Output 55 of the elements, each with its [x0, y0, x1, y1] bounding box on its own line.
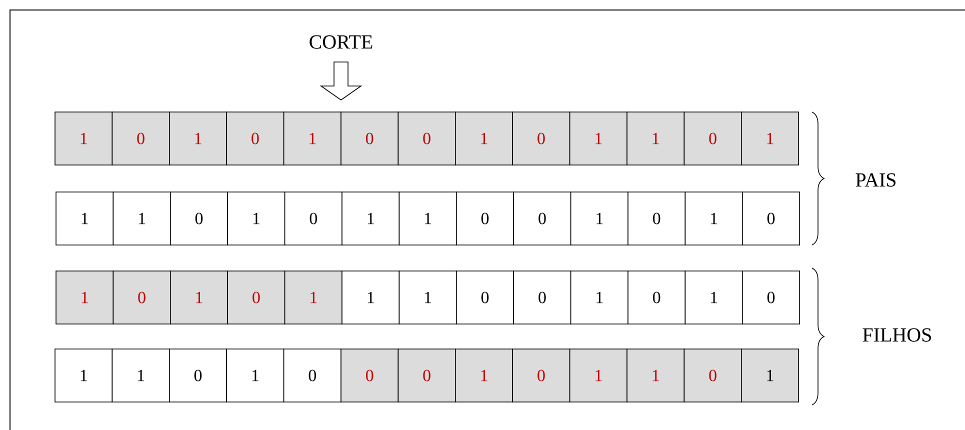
- bit-cell: 0: [456, 270, 514, 324]
- bit-cell: 1: [284, 270, 342, 324]
- bit-cell: 0: [513, 192, 572, 246]
- bit-cell: 0: [169, 348, 228, 402]
- bit-cell: 0: [112, 112, 170, 166]
- bit-cell: 0: [112, 270, 171, 324]
- bit-cell: 1: [112, 192, 171, 246]
- bit-cell: 0: [684, 348, 742, 402]
- bit-cell: 1: [342, 192, 400, 246]
- bit-cell: 1: [626, 348, 685, 402]
- bit-cell: 1: [54, 348, 113, 402]
- bit-cell: 0: [226, 112, 284, 166]
- bit-cell: 1: [569, 112, 628, 166]
- bit-cell: 1: [741, 348, 799, 402]
- bit-cell: 1: [170, 270, 228, 324]
- bit-cell: 1: [569, 348, 628, 402]
- bit-cell: 1: [398, 270, 457, 324]
- bit-cell: 1: [455, 348, 513, 402]
- bit-cell: 1: [54, 112, 113, 166]
- bit-cell: 0: [456, 192, 514, 246]
- bit-cell: 1: [169, 112, 228, 166]
- bit-cell: 1: [227, 192, 286, 246]
- bit-cell: 1: [570, 192, 628, 246]
- bit-cell: 1: [283, 112, 342, 166]
- bit-cell: 1: [684, 270, 743, 324]
- bit-cell: 1: [56, 270, 114, 324]
- bit-cell: 0: [227, 270, 286, 324]
- bit-cell: 1: [226, 348, 284, 402]
- bit-cell: 1: [570, 270, 628, 324]
- bit-cell: 1: [112, 348, 170, 402]
- bit-cell: 0: [628, 270, 686, 324]
- bit-cell: 0: [742, 192, 800, 246]
- bit-cell: 1: [398, 192, 457, 246]
- bit-cell: 0: [512, 348, 570, 402]
- bit-cell: 0: [284, 192, 342, 246]
- bit-cell: 1: [455, 112, 513, 166]
- bit-cell: 1: [56, 192, 114, 246]
- bit-cell: 1: [684, 192, 743, 246]
- bit-cell: 0: [513, 270, 572, 324]
- bit-cell: 1: [741, 112, 799, 166]
- label-text: PAIS: [856, 173, 896, 187]
- bit-cell: 0: [283, 348, 342, 402]
- bit-cell: 1: [626, 112, 685, 166]
- bit-cell: 1: [342, 270, 400, 324]
- bit-cell: 0: [512, 112, 570, 166]
- bit-cell: 0: [398, 348, 456, 402]
- bit-cell: 0: [398, 112, 456, 166]
- bit-cell: 0: [684, 112, 742, 166]
- bit-cell: 0: [340, 112, 399, 166]
- label-text: CORTE: [310, 35, 372, 49]
- bit-cell: 0: [170, 192, 228, 246]
- bit-cell: 0: [340, 348, 399, 402]
- label-text: FILHOS: [862, 328, 931, 342]
- bit-cell: 0: [742, 270, 800, 324]
- bit-cell: 0: [628, 192, 686, 246]
